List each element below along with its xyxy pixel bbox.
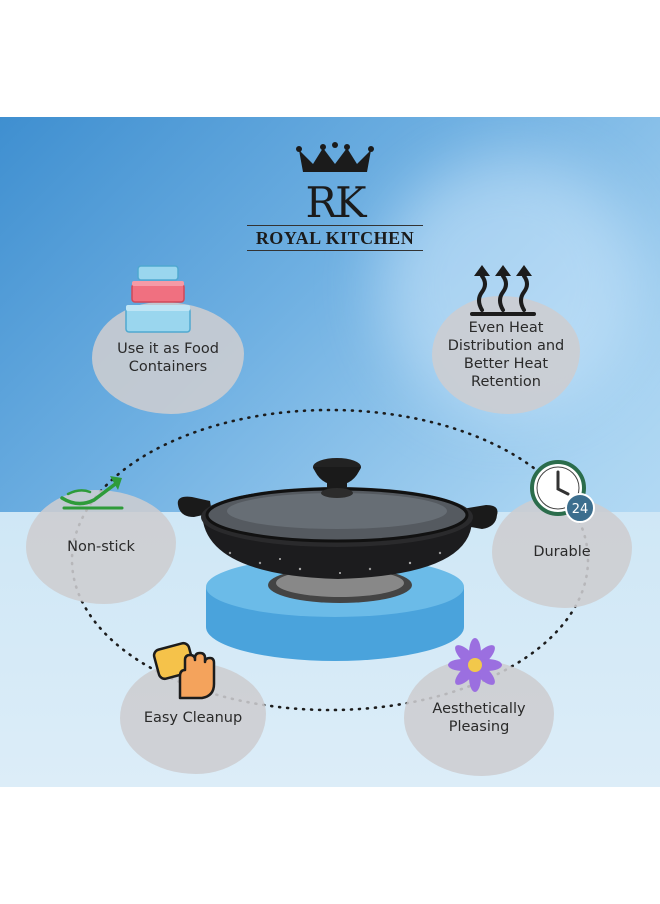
brand-logo: RK ROYAL KITCHEN <box>245 142 425 251</box>
feature-label: Aesthetically Pleasing <box>432 701 526 735</box>
feature-label: Even Heat Distribution and Better Heat R… <box>447 320 565 390</box>
cleaning-hand-icon <box>152 641 216 700</box>
feature-label: Use it as Food Containers <box>117 341 219 375</box>
brand-divider-bottom <box>247 250 423 251</box>
crown-icon <box>296 142 374 172</box>
food-containers-icon <box>125 265 191 333</box>
heat-arrows-icon <box>470 265 536 316</box>
flower-icon <box>448 638 502 692</box>
brand-monogram: RK <box>305 178 367 227</box>
kadai-pan <box>177 458 498 579</box>
feature-food-containers: Use it as Food Containers <box>92 302 244 414</box>
brand-divider <box>247 225 423 226</box>
svg-text:24: 24 <box>572 502 589 517</box>
feature-label: Easy Cleanup <box>143 710 243 726</box>
feature-durable: Durable <box>492 496 632 608</box>
feature-even-heat: Even Heat Distribution and Better Heat R… <box>432 296 580 414</box>
brand-name: ROYAL KITCHEN <box>255 228 415 248</box>
feature-label: Non-stick <box>67 539 135 555</box>
non-stick-icon <box>60 476 124 510</box>
feature-label: Durable <box>533 544 591 560</box>
clock-24-icon: 24 <box>530 460 595 523</box>
